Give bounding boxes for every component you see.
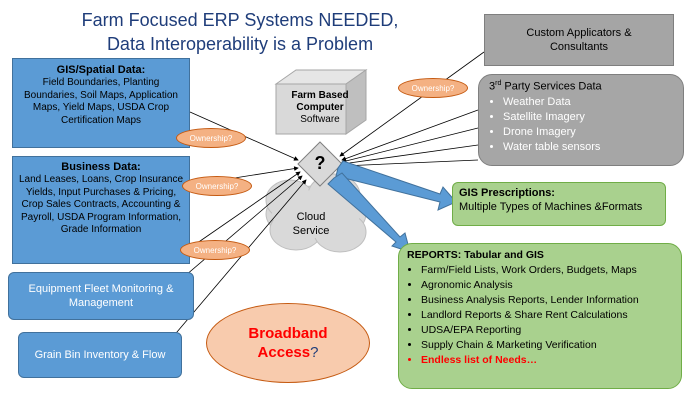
third-party-header: 3rd Party Services Data (489, 80, 602, 93)
list-item: Agronomic Analysis (421, 278, 673, 293)
third-party-services-box: 3rd Party Services Data Weather Data Sat… (478, 74, 684, 166)
list-item: Weather Data (503, 95, 673, 110)
broadband-line-2: Access? (257, 344, 319, 361)
ownership-label-1: Ownership? (189, 133, 233, 143)
list-item: UDSA/EPA Reporting (421, 323, 673, 338)
third-party-list: Weather Data Satellite Imagery Drone Ima… (489, 95, 673, 155)
cloud-service-label: Cloud Service (266, 210, 356, 238)
ownership-pill-1: Ownership? (176, 128, 246, 148)
ownership-pill-4: Ownership? (398, 78, 468, 98)
computer-cube (274, 69, 368, 135)
question-diamond (297, 141, 343, 187)
list-item: Business Analysis Reports, Lender Inform… (421, 293, 673, 308)
cloud-shape (265, 173, 367, 253)
grain-bin-box: Grain Bin Inventory & Flow (18, 332, 182, 378)
custom-applicators-box: Custom Applicators & Consultants (484, 14, 674, 66)
list-item: Satellite Imagery (503, 110, 673, 125)
business-body: Land Leases, Loans, Crop Insurance Yield… (19, 174, 183, 236)
ownership-label-2: Ownership? (195, 181, 239, 191)
gis-prescriptions-header: GIS Prescriptions: (459, 187, 555, 199)
computer-line-1: Farm Based (291, 90, 349, 101)
list-item: Supply Chain & Marketing Verification (421, 338, 673, 353)
ownership-pill-3: Ownership? (180, 240, 250, 260)
ownership-label-3: Ownership? (193, 245, 237, 255)
question-mark: ? (314, 153, 326, 173)
custom-applicators-label: Custom Applicators & Consultants (526, 27, 632, 53)
ownership-label-4: Ownership? (411, 83, 455, 93)
list-item-endless: Endless list of Needs… (421, 353, 673, 368)
equipment-fleet-box: Equipment Fleet Monitoring & Management (8, 272, 194, 320)
list-item: Farm/Field Lists, Work Orders, Budgets, … (421, 263, 673, 278)
cloud-line-1: Cloud (296, 211, 326, 223)
reports-list: Farm/Field Lists, Work Orders, Budgets, … (407, 263, 673, 368)
gis-prescriptions-body: Multiple Types of Machines &Formats (459, 201, 643, 213)
title-line-1: Farm Focused ERP Systems NEEDED, (81, 10, 399, 30)
page-title: Farm Focused ERP Systems NEEDED, Data In… (40, 8, 440, 56)
cloud-line-2: Service (292, 225, 330, 237)
reports-header: REPORTS: Tabular and GIS (407, 249, 544, 261)
title-line-2: Data Interoperability is a Problem (106, 34, 374, 54)
broadband-access-ellipse: Broadband Access? (206, 303, 370, 383)
ownership-pill-2: Ownership? (182, 176, 252, 196)
list-item: Drone Imagery (503, 125, 673, 140)
list-item: Landlord Reports & Share Rent Calculatio… (421, 308, 673, 323)
business-data-box: Business Data: Land Leases, Loans, Crop … (12, 156, 190, 264)
gis-prescriptions-box: GIS Prescriptions: Multiple Types of Mac… (452, 182, 666, 226)
computer-line-3: Software (300, 114, 340, 125)
broadband-line-1: Broadband (248, 325, 328, 342)
gis-spatial-header: GIS/Spatial Data: (56, 64, 146, 76)
computer-line-2: Computer (296, 102, 344, 113)
list-item: Water table sensors (503, 140, 673, 155)
business-header: Business Data: (61, 161, 141, 173)
computer-software-label: Farm Based Computer Software (268, 90, 372, 126)
reports-box: REPORTS: Tabular and GIS Farm/Field List… (398, 243, 682, 389)
gis-spatial-data-box: GIS/Spatial Data: Field Boundaries, Plan… (12, 58, 190, 148)
output-arrows (327, 160, 457, 253)
gis-spatial-body: Field Boundaries, Planting Boundaries, S… (24, 77, 178, 126)
equipment-fleet-label: Equipment Fleet Monitoring & Management (28, 283, 174, 309)
grain-bin-label: Grain Bin Inventory & Flow (34, 349, 166, 361)
